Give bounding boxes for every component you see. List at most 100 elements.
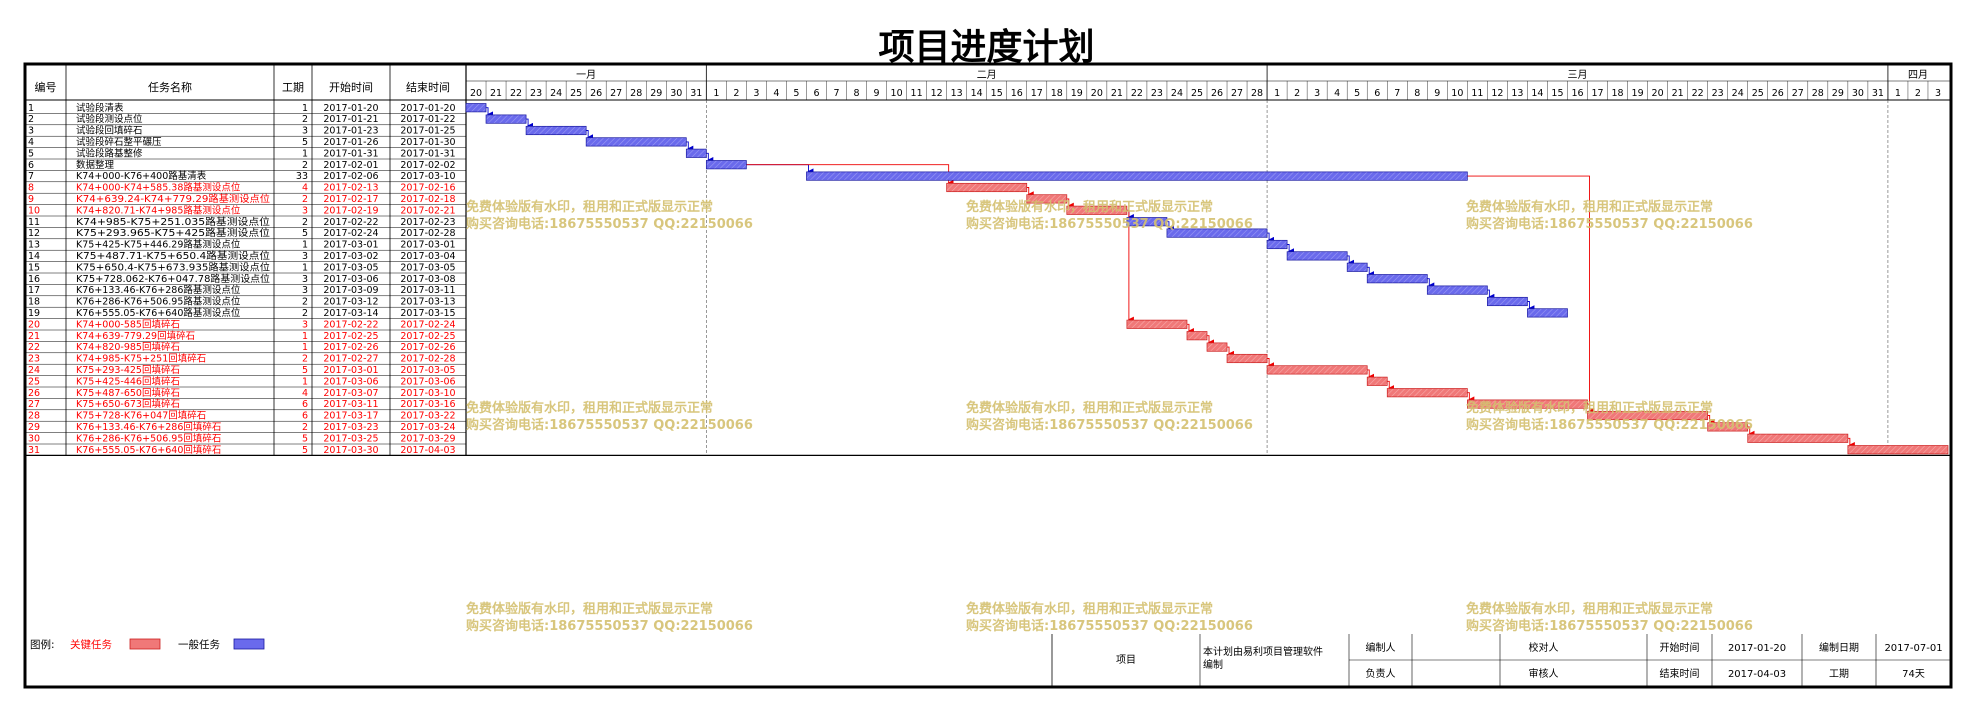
task-end: 2017-03-22 <box>400 411 455 422</box>
task-name: K74+820-985回填碎石 <box>76 341 180 353</box>
critical-task-bar <box>1066 205 1128 215</box>
header-end: 结束时间 <box>406 81 450 94</box>
task-start: 2017-02-27 <box>323 354 378 365</box>
day-tick-label: 2 <box>1915 88 1921 99</box>
month-label: 二月 <box>977 69 997 81</box>
task-duration: 3 <box>302 126 308 137</box>
footer-start-value: 2017-01-20 <box>1728 643 1786 654</box>
task-name: K75+487-650回填碎石 <box>76 387 180 399</box>
day-tick-label: 13 <box>1511 88 1523 99</box>
task-id: 10 <box>28 205 40 216</box>
task-end: 2017-01-22 <box>400 114 455 125</box>
task-duration: 1 <box>302 262 308 273</box>
task-id: 28 <box>28 411 40 422</box>
task-end: 2017-03-11 <box>400 285 455 296</box>
task-name: K75+728.062-K76+047.78路基测设点位 <box>76 273 271 285</box>
task-start: 2017-02-25 <box>323 331 378 342</box>
dependency-link <box>1367 369 1375 380</box>
task-duration: 33 <box>296 171 308 182</box>
task-start: 2017-03-11 <box>323 399 378 410</box>
task-start: 2017-03-01 <box>323 365 378 376</box>
task-start: 2017-02-17 <box>323 194 378 205</box>
critical-task-bar <box>1847 445 1949 455</box>
task-duration: 1 <box>302 376 308 387</box>
day-tick-label: 2 <box>733 88 739 99</box>
task-duration: 3 <box>302 274 308 285</box>
task-name: K76+286-K76+506.95回填碎石 <box>76 432 221 444</box>
task-duration: 2 <box>302 160 308 171</box>
day-tick-label: 21 <box>1672 88 1684 99</box>
dependency-link <box>1347 255 1355 266</box>
task-start: 2017-03-01 <box>323 240 378 251</box>
task-start: 2017-03-02 <box>323 251 378 262</box>
task-id: 5 <box>28 148 34 159</box>
day-tick-label: 17 <box>1031 88 1043 99</box>
task-end: 2017-03-05 <box>400 262 455 273</box>
task-start: 2017-03-09 <box>323 285 378 296</box>
normal-task-bar <box>1346 262 1368 272</box>
day-tick-label: 23 <box>530 88 542 99</box>
task-start: 2017-03-06 <box>323 274 378 285</box>
task-id: 12 <box>28 228 40 239</box>
day-tick-label: 9 <box>1434 88 1440 99</box>
footer-software-note: 本计划由易利项目管理软件 <box>1203 645 1323 658</box>
dependency-link <box>1527 301 1535 312</box>
day-tick-label: 4 <box>1334 88 1340 99</box>
day-tick-label: 12 <box>931 88 943 99</box>
task-name: K75+293-425回填碎石 <box>76 364 180 376</box>
day-tick-label: 21 <box>490 88 502 99</box>
task-id: 24 <box>28 365 40 376</box>
normal-task-bar <box>485 114 527 124</box>
normal-task-bar <box>1266 239 1288 250</box>
task-name: K74+000-585回填碎石 <box>76 318 180 330</box>
task-duration: 5 <box>302 433 308 444</box>
dependency-link <box>746 164 814 175</box>
legend-normal-swatch <box>233 638 265 650</box>
task-duration: 3 <box>302 251 308 262</box>
day-tick-label: 4 <box>773 88 779 99</box>
dependency-link <box>1467 392 1475 403</box>
task-start: 2017-03-05 <box>323 262 378 273</box>
task-duration: 3 <box>302 205 308 216</box>
header-name: 任务名称 <box>148 80 192 94</box>
critical-task-bar <box>1366 376 1388 386</box>
task-id: 30 <box>28 433 40 444</box>
normal-task-bar <box>1527 308 1568 318</box>
task-end: 2017-03-05 <box>400 365 455 376</box>
dependency-link <box>1227 346 1235 357</box>
dependency-link <box>1267 232 1275 243</box>
dependency-link <box>1186 323 1194 334</box>
task-start: 2017-03-17 <box>323 411 378 422</box>
day-tick-label: 20 <box>1091 88 1103 99</box>
task-start: 2017-03-14 <box>323 308 378 319</box>
task-start: 2017-02-22 <box>323 319 378 330</box>
task-end: 2017-01-30 <box>400 137 455 148</box>
day-tick-label: 27 <box>610 88 622 99</box>
watermark-text: 免费体验版有水印，租用和正式版显示正常 <box>966 601 1213 617</box>
day-tick-label: 8 <box>854 88 860 99</box>
dependency-link <box>1267 358 1275 369</box>
footer-finish-value: 2017-04-03 <box>1728 669 1786 680</box>
task-duration: 1 <box>302 103 308 114</box>
header-duration: 工期 <box>282 81 304 94</box>
task-id: 9 <box>28 194 34 205</box>
watermark-text: 免费体验版有水印，租用和正式版显示正常 <box>1466 400 1713 416</box>
day-tick-label: 25 <box>1752 88 1764 99</box>
day-tick-label: 3 <box>753 88 759 99</box>
task-id: 15 <box>28 262 40 273</box>
legend-critical-label: 关键任务 <box>70 638 112 651</box>
normal-task-bar <box>1487 296 1528 307</box>
month-label: 四月 <box>1908 69 1928 81</box>
task-end: 2017-02-02 <box>400 160 455 171</box>
day-tick-label: 20 <box>1652 88 1664 99</box>
task-id: 19 <box>28 308 40 319</box>
task-id: 6 <box>28 160 34 171</box>
task-id: 27 <box>28 399 40 410</box>
task-end: 2017-03-15 <box>400 308 455 319</box>
task-id: 20 <box>28 319 40 330</box>
normal-task-bar <box>465 103 487 113</box>
task-name: K76+555.05-K76+640路基测设点位 <box>76 307 241 319</box>
task-duration: 4 <box>302 183 308 194</box>
day-tick-label: 20 <box>470 88 482 99</box>
day-tick-label: 26 <box>1211 88 1223 99</box>
